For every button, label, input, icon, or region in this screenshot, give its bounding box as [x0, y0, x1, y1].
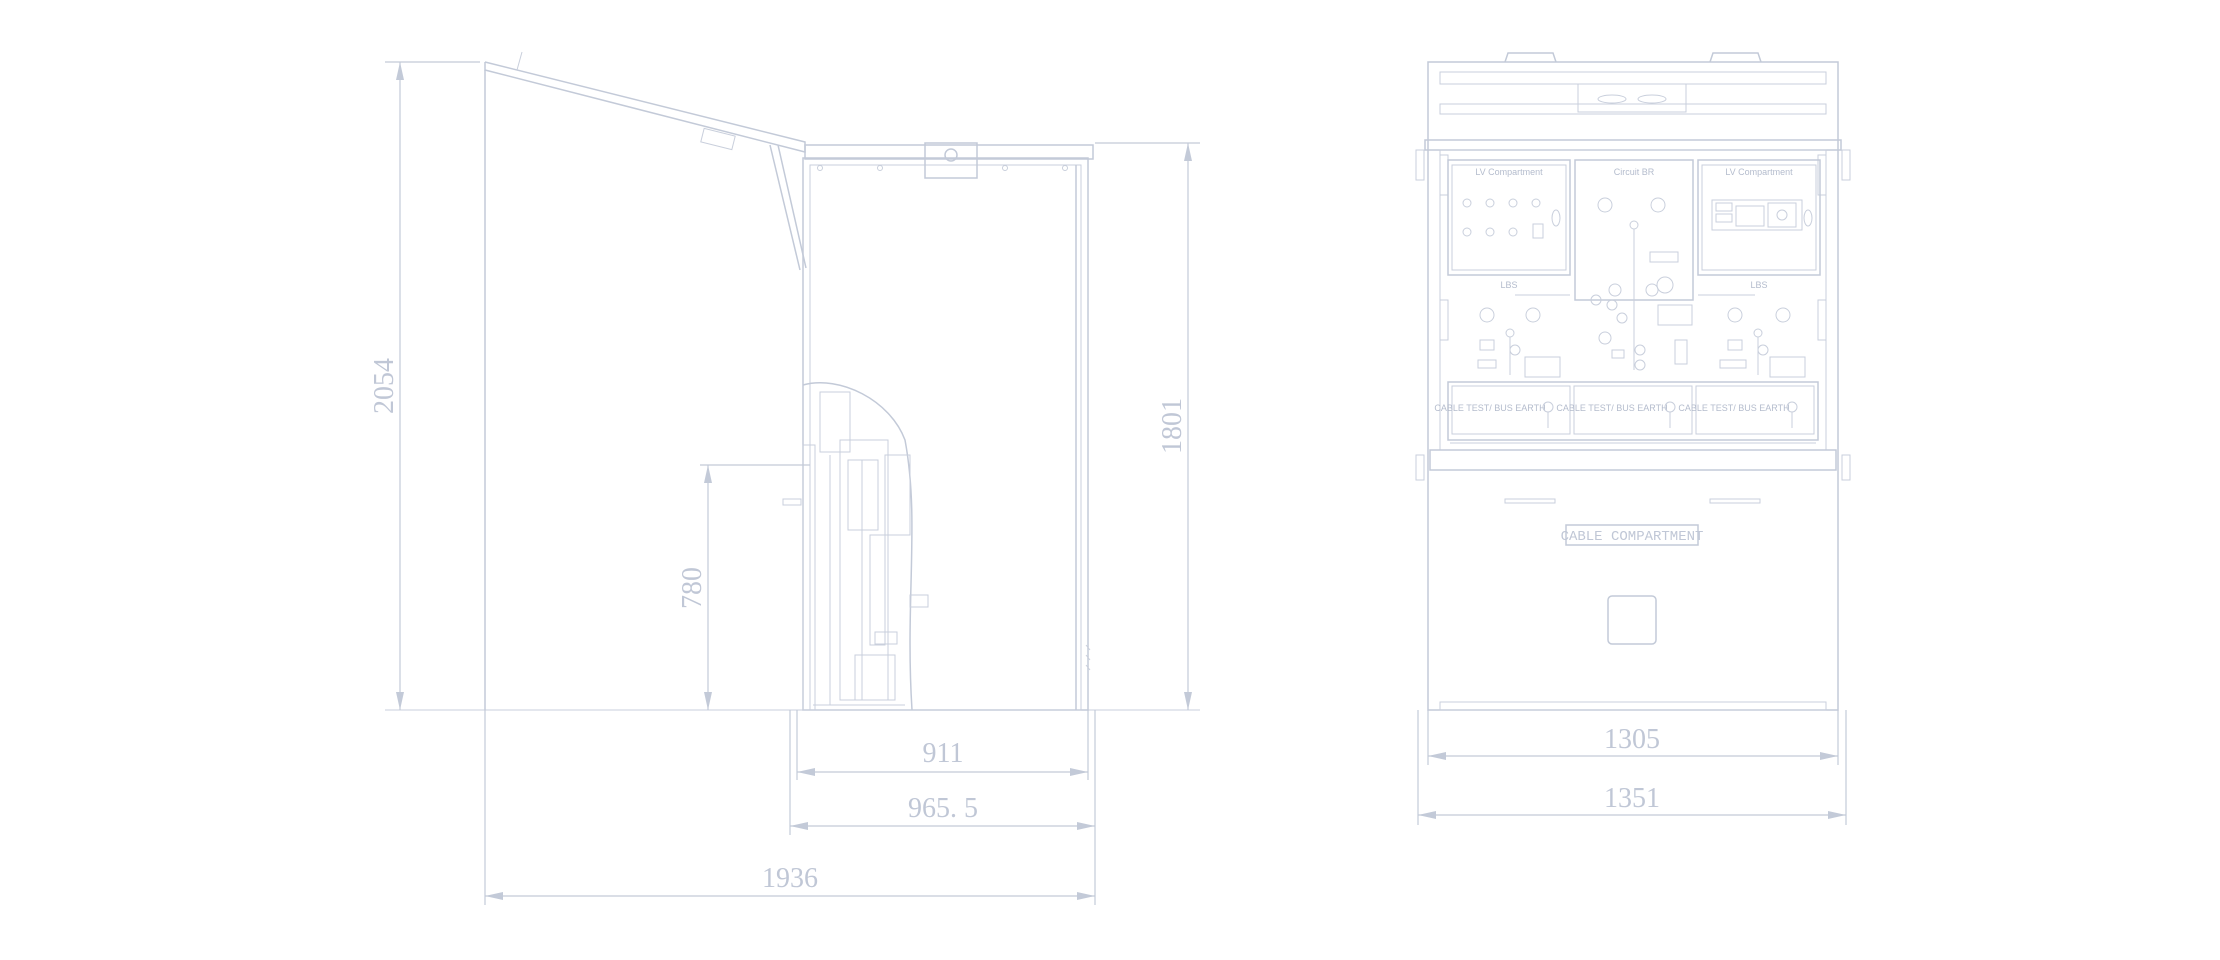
roof-layer-1 [1439, 71, 1827, 85]
front-base [1439, 701, 1827, 711]
dim-label-780: 780 [677, 567, 708, 609]
lv-compartment-right [1697, 159, 1821, 276]
top-handle-right [1709, 52, 1762, 63]
dim-911: 911 [796, 710, 1089, 780]
dim-780: 780 [677, 464, 810, 710]
svg-text:CABLE TEST/ BUS EARTH: CABLE TEST/ BUS EARTH [1434, 403, 1545, 413]
side-view: 2054 1801 780 911 [369, 51, 1200, 905]
internal-bushing [884, 454, 911, 536]
dim-label-1351: 1351 [1604, 783, 1660, 814]
lifting-lug [924, 142, 978, 179]
roof-vent [1577, 83, 1687, 113]
lug-hole [944, 148, 958, 162]
canopy-prop [769, 144, 801, 271]
cable-test-panel-1: CABLE TEST/ BUS EARTH [1434, 385, 1571, 435]
dim-label-1936: 1936 [762, 863, 818, 894]
lbs-left-label: LBS [1500, 280, 1517, 290]
mid-band [1429, 449, 1837, 471]
canopy-prop-2 [777, 144, 807, 269]
dim-label-2054: 2054 [369, 358, 400, 414]
lv-left-label: LV Compartment [1475, 167, 1543, 177]
cabinet-body [802, 157, 1089, 711]
dim-1936: 1936 [484, 710, 1096, 905]
cable-compartment-window [1607, 595, 1657, 645]
canopy-roof [484, 61, 806, 153]
cable-test-row [1447, 381, 1819, 441]
lifting-hook [516, 51, 523, 71]
dim-1351: 1351 [1417, 710, 1847, 825]
upper-band [1424, 139, 1842, 151]
top-cap [804, 144, 1094, 160]
dim-label-911: 911 [923, 738, 964, 769]
dim-label-1801: 1801 [1157, 398, 1188, 454]
internal-switch-unit [839, 439, 889, 701]
cable-test-panel-3: CABLE TEST/ BUS EARTH [1678, 385, 1815, 435]
lbs-right-label: LBS [1750, 280, 1767, 290]
dim-label-965-5: 965. 5 [908, 793, 978, 824]
lbs-left-gauges [1477, 294, 1570, 378]
dim-label-1305: 1305 [1604, 724, 1660, 755]
circuit-br-gauges [1597, 197, 1679, 370]
dim-2054: 2054 [369, 61, 480, 710]
handle-lower-left [1504, 498, 1556, 504]
svg-text:CABLE TEST/ BUS EARTH: CABLE TEST/ BUS EARTH [1678, 403, 1789, 413]
top-handle-left [1504, 52, 1557, 63]
dim-965-5: 965. 5 [789, 710, 1096, 835]
lbs-right-gauges [1698, 294, 1806, 378]
internal-base-unit [854, 654, 896, 701]
lv-right-label: LV Compartment [1725, 167, 1793, 177]
cable-test-panel-2: CABLE TEST/ BUS EARTH [1556, 385, 1693, 435]
cable-compartment-label: CABLE COMPARTMENT [1561, 529, 1704, 545]
cutaway-boundary [802, 382, 913, 711]
lv-compartment-left [1447, 159, 1571, 276]
svg-text:CABLE TEST/ BUS EARTH: CABLE TEST/ BUS EARTH [1556, 403, 1667, 413]
internal-frame [802, 444, 816, 711]
cabinet-inner [809, 164, 1082, 711]
handle-lower-right [1709, 498, 1761, 504]
internal-busbar [869, 534, 886, 646]
roof-layer-2 [1439, 103, 1827, 115]
dim-1305: 1305 [1427, 710, 1839, 765]
internal-mechanism [819, 391, 851, 453]
dim-1801: 1801 [1095, 142, 1200, 710]
cable-compartment-plate [1565, 524, 1699, 546]
circuit-br-label: Circuit BR [1614, 167, 1655, 177]
lv-left-indicators [1462, 198, 1561, 239]
canopy-vent [700, 127, 736, 151]
internal-breaker [847, 459, 879, 531]
lv-right-meter [1711, 199, 1813, 231]
front-view: LV Compartment Circuit BR [1415, 52, 1851, 825]
center-lower-controls [1590, 294, 1693, 371]
